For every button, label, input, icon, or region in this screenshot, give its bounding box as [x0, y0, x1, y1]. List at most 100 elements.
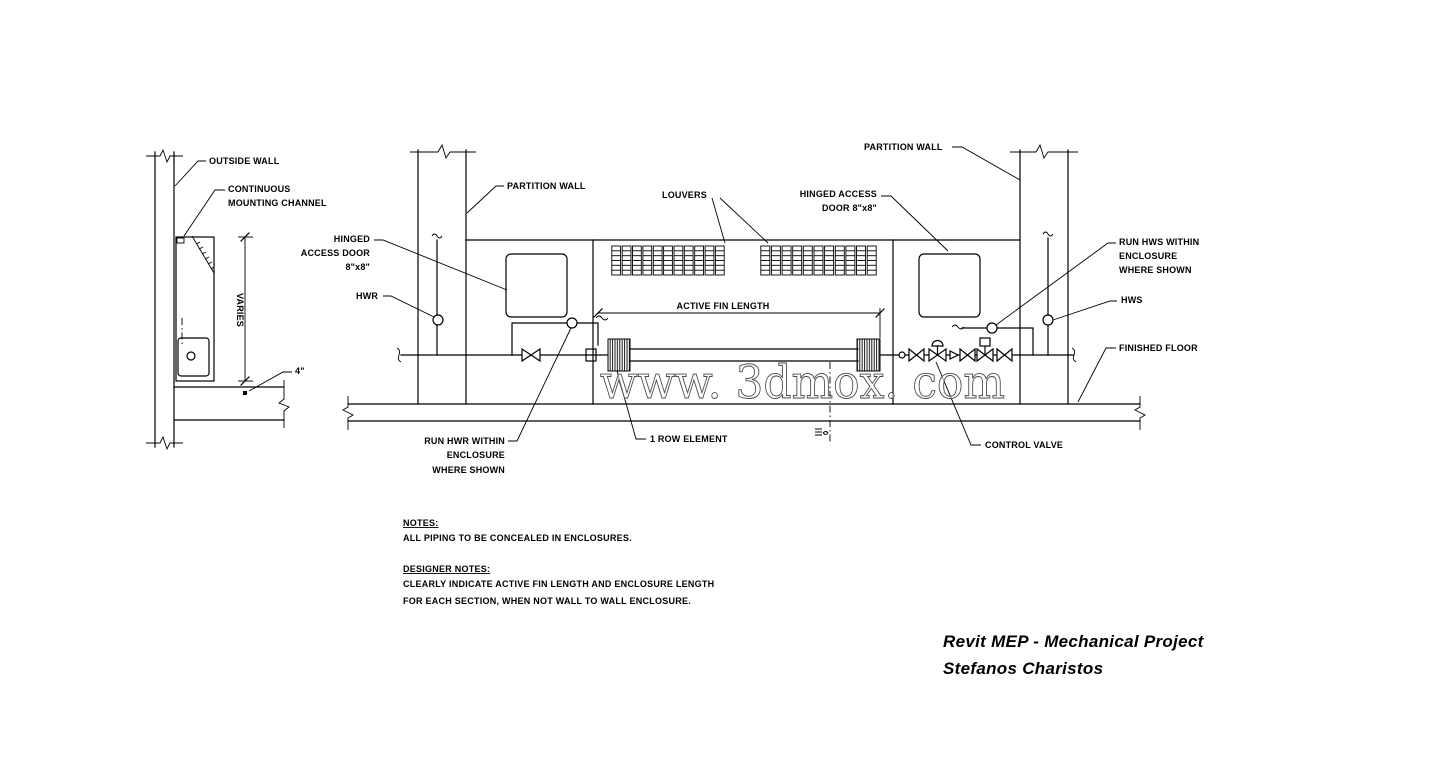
- dim-tick-bottom: [240, 376, 250, 386]
- hws-riser: [1042, 231, 1054, 356]
- leader-4in: [248, 371, 292, 392]
- fin-element: [607, 338, 881, 372]
- leader-mounting-channel: [183, 189, 225, 237]
- pipe-break-left: [396, 347, 402, 363]
- valve-hwr: [521, 347, 541, 363]
- hwr-loop-circle: [566, 317, 578, 329]
- notes: NOTES: ALL PIPING TO BE CONCEALED IN ENC…: [403, 518, 714, 606]
- title-block: Revit MEP - Mechanical Project Stefanos …: [943, 632, 1205, 678]
- centerline-symbol: [815, 428, 829, 436]
- hws-pipe-circle: [1042, 314, 1054, 326]
- pipe-section-circle: [186, 351, 196, 361]
- run-hwr-label-1: RUN HWR WITHIN: [424, 436, 505, 446]
- floor-break-right: [1134, 396, 1146, 430]
- notes-title: NOTES:: [403, 518, 439, 528]
- control-valve-actuator: [931, 339, 944, 347]
- riser-break: [1042, 231, 1054, 237]
- author-name: Stefanos Charistos: [943, 659, 1103, 678]
- run-hws-label-3: WHERE SHOWN: [1119, 265, 1192, 275]
- leader-access-door-right: [881, 195, 949, 252]
- hws-loop-line: [961, 327, 1034, 356]
- hwr-loop-line: [511, 322, 599, 356]
- enclosure-section: [175, 235, 215, 382]
- mounting-channel: [176, 237, 185, 244]
- leader-louvers-2: [719, 197, 769, 244]
- finished-floor-label: FINISHED FLOOR: [1119, 343, 1198, 353]
- designer-notes-line: CLEARLY INDICATE ACTIVE FIN LENGTH AND E…: [403, 579, 714, 589]
- leader-partition-wall-left: [466, 185, 504, 214]
- dim-tick-left: [593, 308, 603, 318]
- enclosure-outline: [175, 236, 215, 382]
- valve-3: [996, 347, 1013, 363]
- partition-wall-right-label: PARTITION WALL: [864, 142, 943, 152]
- louver-group-left: [611, 245, 725, 276]
- valve-2: [959, 347, 976, 363]
- leader-outside-wall: [174, 160, 206, 187]
- enclosure-top-slope: [191, 235, 215, 274]
- leader-run-hwr: [508, 327, 572, 442]
- leader-row-element: [616, 370, 646, 440]
- enclosure-elevation: [465, 239, 1021, 405]
- access-door-left: [505, 253, 568, 318]
- watermark-text: www. 3dmox. com: [600, 355, 1005, 409]
- union-circle: [898, 351, 906, 359]
- mounting-channel-label-2: MOUNTING CHANNEL: [228, 198, 327, 208]
- designer-notes-line: FOR EACH SECTION, WHEN NOT WALL TO WALL …: [403, 596, 691, 606]
- floor-break-left: [342, 396, 354, 430]
- wall-break: [410, 143, 476, 160]
- hws-loop-circle: [986, 322, 998, 334]
- leader-access-door-left: [374, 239, 508, 291]
- leader-run-hws: [995, 242, 1116, 326]
- access-door-left-label-2: ACCESS DOOR: [301, 248, 371, 258]
- wall-break-bottom: [146, 435, 183, 451]
- row-element-label: 1 ROW ELEMENT: [650, 434, 728, 444]
- leader-louvers-1: [711, 197, 726, 244]
- section-detail: VARIES 4" OUTSIDE WALL CONTINUOUS MOUNTI…: [146, 148, 327, 451]
- elevation: ACTIVE FIN LENGTH PARTITION WALL LOUVERS…: [301, 142, 1199, 475]
- hwr-label: HWR: [356, 291, 378, 301]
- access-door-left-label-3: 8"x8": [345, 262, 370, 272]
- riser-break: [431, 233, 443, 239]
- louver-group-right: [760, 245, 877, 276]
- wall-break: [1010, 143, 1078, 160]
- balancing-valve: [976, 337, 994, 363]
- project-title: Revit MEP - Mechanical Project: [943, 632, 1205, 651]
- centerline-mark: [815, 362, 831, 442]
- dim-dot: [243, 391, 247, 395]
- fin-coil-right: [856, 338, 881, 372]
- finished-floor-slab: [342, 396, 1146, 430]
- union-fitting: [585, 348, 597, 362]
- access-door-right-label-2: DOOR 8"x8": [822, 203, 877, 213]
- run-hwr-label-3: WHERE SHOWN: [432, 465, 505, 475]
- slope-hatch: [195, 241, 215, 270]
- access-door-right: [918, 253, 981, 318]
- dimension-varies: VARIES: [235, 232, 253, 386]
- varies-label: VARIES: [235, 293, 245, 327]
- wall-break-top: [146, 148, 183, 164]
- louvers-label: LOUVERS: [662, 190, 707, 200]
- valves: [521, 337, 1013, 363]
- fin-element-section: [177, 337, 210, 377]
- loop-break: [595, 315, 609, 321]
- access-door-left-label-1: HINGED: [334, 234, 371, 244]
- mounting-channel-label-1: CONTINUOUS: [228, 184, 291, 194]
- run-hws-label-2: ENCLOSURE: [1119, 251, 1177, 261]
- access-door-right-label-1: HINGED ACCESS: [800, 189, 877, 199]
- dimension-4in: 4": [243, 366, 304, 395]
- dim-tick-right: [875, 308, 885, 318]
- designer-notes-title: DESIGNER NOTES:: [403, 564, 490, 574]
- dimension-active-fin-length: ACTIVE FIN LENGTH: [593, 301, 885, 338]
- leader-finished-floor: [1077, 347, 1116, 403]
- loop-break: [951, 324, 965, 330]
- floor-break: [278, 380, 290, 428]
- check-arrow: [949, 350, 960, 360]
- outside-wall-label: OUTSIDE WALL: [209, 156, 280, 166]
- hws-label: HWS: [1121, 295, 1143, 305]
- notes-line: ALL PIPING TO BE CONCEALED IN ENCLOSURES…: [403, 533, 632, 543]
- run-hwr-label-2: ENCLOSURE: [447, 450, 505, 460]
- partition-wall-left-label: PARTITION WALL: [507, 181, 586, 191]
- hwr-riser: [431, 233, 444, 356]
- control-valve: [928, 339, 947, 363]
